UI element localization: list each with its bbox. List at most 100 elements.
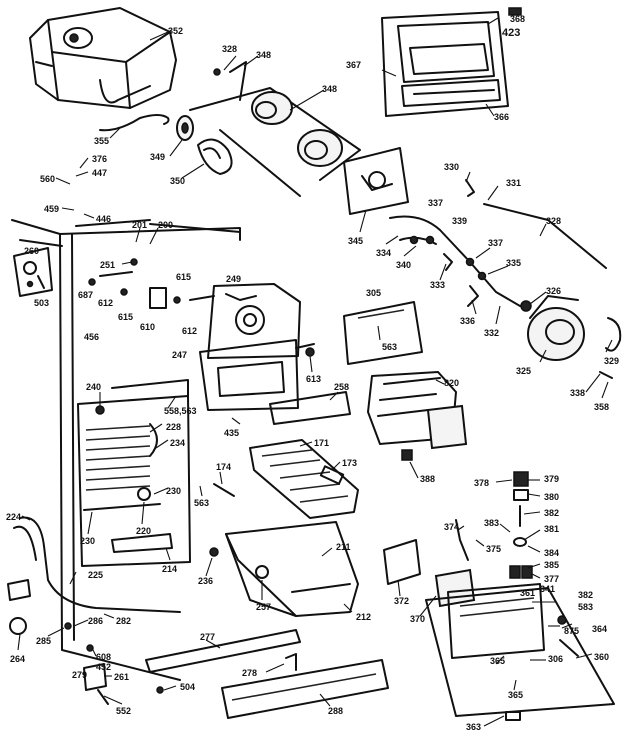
callout-278: 278 [242, 668, 257, 678]
callout-348-top: 348 [256, 50, 271, 60]
small-parts-stack [455, 471, 533, 579]
callout-174: 174 [216, 462, 231, 472]
callout-367: 367 [346, 60, 361, 70]
callout-563-mid: 563 [382, 342, 397, 352]
callout-378: 378 [474, 478, 489, 488]
callout-200: 200 [158, 220, 173, 230]
callout-382-low: 382 [578, 590, 593, 600]
callout-341: 341 [540, 584, 555, 594]
callout-214: 214 [162, 564, 177, 574]
bucket-cradle-support [199, 339, 315, 411]
callout-375: 375 [486, 544, 501, 554]
callout-330: 330 [444, 162, 459, 172]
callout-348: 348 [322, 84, 337, 94]
callout-435: 435 [224, 428, 239, 438]
callout-228: 228 [166, 422, 181, 432]
callout-340: 340 [396, 260, 411, 270]
callout-345: 345 [348, 236, 363, 246]
shroud-plate [343, 301, 423, 365]
auger-rod [99, 114, 170, 132]
ice-storage-bin [209, 521, 359, 617]
callout-361: 361 [520, 588, 535, 598]
callout-376: 376 [92, 154, 107, 164]
callout-459: 459 [44, 204, 59, 214]
callout-372: 372 [394, 596, 409, 606]
callout-563-low: 563 [194, 498, 209, 508]
left-control-bracket [13, 247, 53, 297]
callout-374: 374 [444, 522, 459, 532]
callout-326: 326 [546, 286, 561, 296]
callout-247: 247 [172, 350, 187, 360]
callout-212: 212 [356, 612, 371, 622]
callout-384: 384 [544, 548, 559, 558]
icemaker-assembly [367, 371, 468, 461]
liner-frame [11, 219, 241, 681]
callout-381: 381 [544, 524, 559, 534]
callout-349: 349 [150, 152, 165, 162]
callout-364: 364 [592, 624, 607, 634]
linkage-assembly [389, 179, 607, 307]
callout-328-right: 328 [546, 216, 561, 226]
callout-260: 260 [24, 246, 39, 256]
callout-363: 363 [466, 722, 481, 732]
callout-279: 279 [72, 670, 87, 680]
callout-388: 388 [420, 474, 435, 484]
callout-331: 331 [506, 178, 521, 188]
wire-basket [213, 439, 359, 519]
callout-875: 875 [564, 626, 579, 636]
callout-225: 225 [88, 570, 103, 580]
callout-333: 333 [430, 280, 445, 290]
callout-447: 447 [92, 168, 107, 178]
callout-615-right: 615 [176, 272, 191, 282]
evaporator-panel [77, 379, 191, 567]
callout-249: 249 [226, 274, 241, 284]
callout-380: 380 [544, 492, 559, 502]
leader-lines [17, 17, 613, 727]
callout-366: 366 [494, 112, 509, 122]
callout-336: 336 [460, 316, 475, 326]
callout-583: 583 [578, 602, 593, 612]
callout-337-mid: 337 [488, 238, 503, 248]
callout-285: 285 [36, 636, 51, 646]
callout-608: 608 [96, 652, 111, 662]
callout-257: 257 [256, 602, 271, 612]
callout-230-left: 230 [80, 536, 95, 546]
callout-365-right: 365 [508, 690, 523, 700]
callout-230-right: 230 [166, 486, 181, 496]
callout-504: 504 [180, 682, 195, 692]
callout-264: 264 [10, 654, 25, 664]
callout-282: 282 [116, 616, 131, 626]
callout-339: 339 [452, 216, 467, 226]
callout-612-right: 612 [182, 326, 197, 336]
callout-687: 687 [78, 290, 93, 300]
callout-456: 456 [84, 332, 99, 342]
callout-240: 240 [86, 382, 101, 392]
callout-201: 201 [132, 220, 147, 230]
evaporator-coils [85, 425, 151, 491]
callout-211: 211 [336, 542, 351, 552]
callout-610: 610 [140, 322, 155, 332]
callout-329: 329 [604, 356, 619, 366]
callout-325: 325 [516, 366, 531, 376]
callout-383: 383 [484, 518, 499, 528]
callout-224: 224 [6, 512, 21, 522]
fastener-cluster [88, 258, 181, 309]
callout-360: 360 [594, 652, 609, 662]
callout-334: 334 [376, 248, 391, 258]
motor-mounting-plate [343, 147, 409, 215]
callout-382-top: 382 [544, 508, 559, 518]
callout-612-left: 612 [98, 298, 113, 308]
callout-560: 560 [40, 174, 55, 184]
callout-358: 358 [594, 402, 609, 412]
callout-368: 368 [510, 14, 525, 24]
crusher-assembly [176, 61, 361, 197]
callout-258: 258 [334, 382, 349, 392]
callout-332: 332 [484, 328, 499, 338]
callout-277: 277 [200, 632, 215, 642]
water-tube [269, 391, 351, 425]
callout-335: 335 [506, 258, 521, 268]
callout-352: 352 [168, 26, 183, 36]
callout-338: 338 [570, 388, 585, 398]
callout-261: 261 [114, 672, 129, 682]
